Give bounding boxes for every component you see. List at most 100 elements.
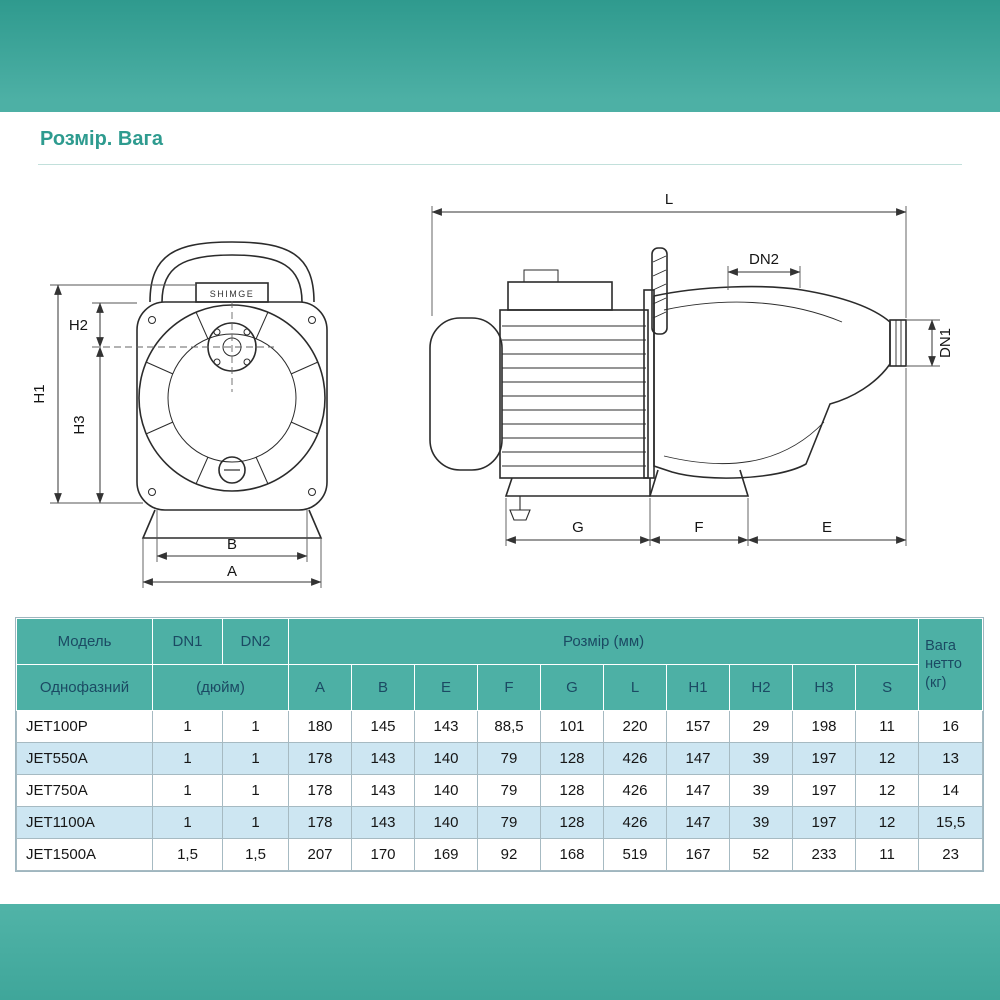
header-model-sub: Однофазний bbox=[16, 664, 153, 711]
header-col-a: A bbox=[288, 664, 352, 711]
value-cell: 1,5 bbox=[222, 838, 289, 871]
value-cell: 39 bbox=[729, 774, 793, 807]
value-cell: 145 bbox=[351, 710, 415, 743]
header-col-g: G bbox=[540, 664, 604, 711]
brand-label: SHIMGE bbox=[210, 289, 255, 299]
value-cell: 157 bbox=[666, 710, 730, 743]
value-cell: 128 bbox=[540, 774, 604, 807]
dim-label-h2: H2 bbox=[69, 317, 88, 334]
spec-table-wrap: Модель DN1 DN2 Розмір (мм) Вага нетто (к… bbox=[14, 617, 985, 872]
dim-label-g: G bbox=[572, 519, 584, 536]
value-cell: 168 bbox=[540, 838, 604, 871]
value-cell: 79 bbox=[477, 742, 541, 775]
dim-label-f: F bbox=[694, 519, 703, 536]
value-cell: 178 bbox=[288, 742, 352, 775]
header-col-h2: H2 bbox=[729, 664, 793, 711]
value-cell: 88,5 bbox=[477, 710, 541, 743]
dim-label-l: L bbox=[665, 191, 673, 208]
value-cell: 198 bbox=[792, 710, 856, 743]
value-cell: 426 bbox=[603, 774, 667, 807]
value-cell: 197 bbox=[792, 806, 856, 839]
header-dn1: DN1 bbox=[152, 618, 223, 665]
value-cell: 426 bbox=[603, 742, 667, 775]
value-cell: 128 bbox=[540, 742, 604, 775]
header-col-e: E bbox=[414, 664, 478, 711]
dim-label-dn2: DN2 bbox=[749, 251, 779, 268]
model-cell: JET1500A bbox=[16, 838, 153, 871]
value-cell: 1 bbox=[152, 774, 223, 807]
value-cell: 39 bbox=[729, 742, 793, 775]
value-cell: 143 bbox=[351, 742, 415, 775]
header-col-s: S bbox=[854, 664, 920, 711]
pump-drawings: SHIMGE H2 H3 H1 B A bbox=[31, 191, 954, 588]
value-cell: 12 bbox=[854, 774, 920, 807]
value-cell: 140 bbox=[414, 742, 478, 775]
header-dn2: DN2 bbox=[222, 618, 289, 665]
header-size-group: Розмір (мм) bbox=[287, 618, 920, 665]
value-cell: 147 bbox=[666, 774, 730, 807]
value-cell: 1 bbox=[222, 742, 289, 775]
header-col-b: B bbox=[351, 664, 415, 711]
value-cell: 12 bbox=[854, 806, 920, 839]
model-cell: JET1100A bbox=[16, 806, 153, 839]
header-col-h3: H3 bbox=[792, 664, 856, 711]
value-cell: 1 bbox=[222, 774, 289, 807]
value-cell: 1 bbox=[152, 742, 223, 775]
value-cell: 13 bbox=[918, 742, 984, 775]
value-cell: 167 bbox=[666, 838, 730, 871]
dim-label-a: A bbox=[227, 563, 237, 580]
header-col-f: F bbox=[477, 664, 541, 711]
value-cell: 11 bbox=[854, 710, 920, 743]
dim-label-e: E bbox=[822, 519, 832, 536]
value-cell: 147 bbox=[666, 742, 730, 775]
model-cell: JET550A bbox=[16, 742, 153, 775]
value-cell: 143 bbox=[414, 710, 478, 743]
value-cell: 178 bbox=[288, 774, 352, 807]
value-cell: 233 bbox=[792, 838, 856, 871]
value-cell: 29 bbox=[729, 710, 793, 743]
front-dimensions bbox=[50, 284, 322, 588]
value-cell: 1 bbox=[222, 710, 289, 743]
value-cell: 519 bbox=[603, 838, 667, 871]
value-cell: 207 bbox=[288, 838, 352, 871]
value-cell: 101 bbox=[540, 710, 604, 743]
header-dn-unit: (дюйм) bbox=[152, 664, 289, 711]
dim-label-dn1: DN1 bbox=[937, 328, 954, 358]
value-cell: 79 bbox=[477, 774, 541, 807]
value-cell: 426 bbox=[603, 806, 667, 839]
spec-table: Модель DN1 DN2 Розмір (мм) Вага нетто (к… bbox=[14, 617, 985, 872]
value-cell: 169 bbox=[414, 838, 478, 871]
header-col-h1: H1 bbox=[666, 664, 730, 711]
model-cell: JET750A bbox=[16, 774, 153, 807]
value-cell: 11 bbox=[854, 838, 920, 871]
dim-label-h1: H1 bbox=[31, 384, 48, 403]
value-cell: 178 bbox=[288, 806, 352, 839]
value-cell: 1 bbox=[152, 806, 223, 839]
value-cell: 1 bbox=[152, 710, 223, 743]
side-dimensions bbox=[431, 206, 940, 546]
center-lines bbox=[92, 301, 274, 392]
value-cell: 197 bbox=[792, 774, 856, 807]
value-cell: 23 bbox=[918, 838, 984, 871]
value-cell: 197 bbox=[792, 742, 856, 775]
title-divider bbox=[38, 164, 962, 165]
value-cell: 1,5 bbox=[152, 838, 223, 871]
value-cell: 1 bbox=[222, 806, 289, 839]
side-view bbox=[429, 247, 907, 521]
header-weight: Вага нетто (кг) bbox=[918, 618, 984, 711]
content-card: Розмір. Вага bbox=[0, 112, 1000, 904]
value-cell: 220 bbox=[603, 710, 667, 743]
value-cell: 128 bbox=[540, 806, 604, 839]
value-cell: 52 bbox=[729, 838, 793, 871]
value-cell: 180 bbox=[288, 710, 352, 743]
value-cell: 15,5 bbox=[918, 806, 984, 839]
value-cell: 143 bbox=[351, 774, 415, 807]
value-cell: 143 bbox=[351, 806, 415, 839]
value-cell: 140 bbox=[414, 774, 478, 807]
